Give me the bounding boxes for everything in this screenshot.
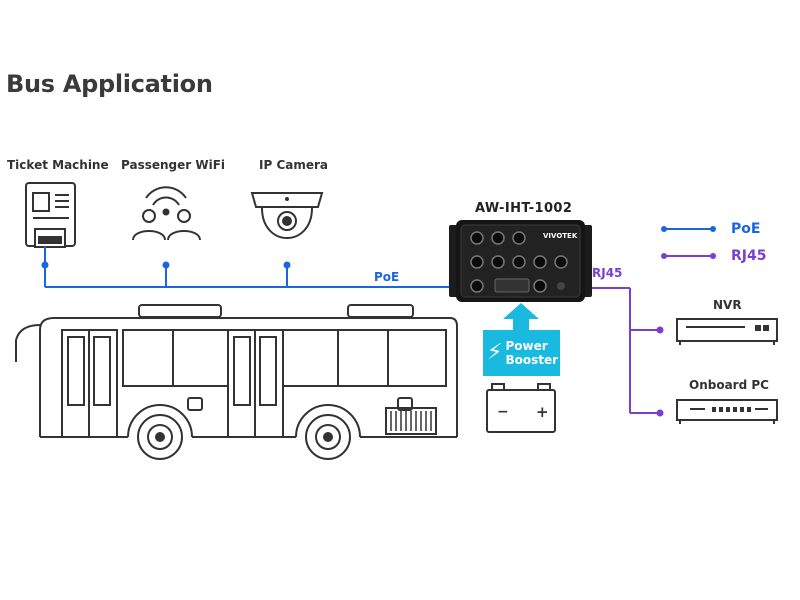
- nvr-label: NVR: [713, 298, 742, 312]
- poe-connections: [44, 246, 456, 288]
- switch-model-label: AW-IHT-1002: [475, 201, 573, 216]
- rj45-link-label: RJ45: [592, 266, 623, 280]
- battery-plus: +: [536, 403, 549, 421]
- rj45-connections: [582, 287, 660, 414]
- poe-link-label: PoE: [374, 270, 400, 284]
- ip-camera-icon: [250, 192, 324, 239]
- legend-poe-line: [661, 226, 716, 232]
- onboard-pc-icon: [676, 399, 778, 424]
- rj45-dots: [656, 326, 664, 417]
- power-booster-line2: Booster: [505, 353, 559, 367]
- battery-icon: [486, 383, 556, 433]
- legend-rj45-label: RJ45: [731, 248, 767, 264]
- power-booster-line1: Power: [505, 339, 548, 353]
- switch-device: [449, 220, 592, 302]
- onboard-pc-label: Onboard PC: [689, 378, 769, 392]
- switch-ports: [470, 231, 568, 293]
- legend-rj45-line: [661, 253, 716, 259]
- lightning-bolt-icon: ⚡: [487, 340, 503, 365]
- ticket-machine-icon: [25, 182, 76, 248]
- poe-dots: [41, 261, 291, 269]
- passenger-wifi-icon: [132, 186, 201, 241]
- bus-wheels: [137, 414, 351, 460]
- nvr-icon: [676, 318, 778, 345]
- battery-minus: −: [497, 404, 509, 420]
- passenger-wifi-label: Passenger WiFi: [121, 158, 226, 172]
- switch-brand-text: VIVOTEK: [543, 232, 578, 240]
- legend-poe-label: PoE: [731, 221, 761, 237]
- ticket-machine-label: Ticket Machine: [7, 158, 109, 172]
- power-booster: ⚡ Power Booster: [483, 330, 560, 376]
- bus-illustration: [15, 304, 458, 438]
- power-up-arrow: [503, 303, 539, 330]
- ip-camera-label: IP Camera: [259, 158, 328, 172]
- page-title: Bus Application: [6, 70, 213, 98]
